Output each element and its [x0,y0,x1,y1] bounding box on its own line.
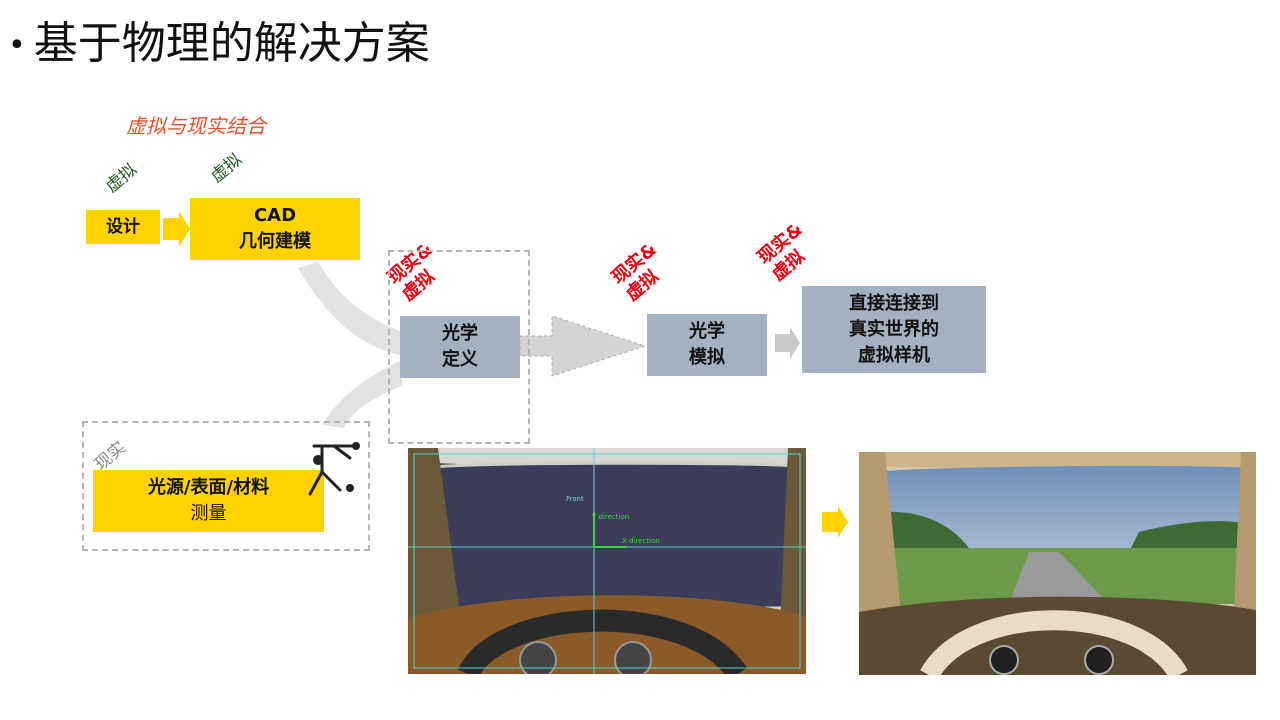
cad-label: CAD [253,205,297,226]
title-text: 基于物理的解决方案 [33,18,430,69]
virtual-prototype-box: 直接连接到 真实世界的 虚拟样机 [802,286,986,373]
measurement-frame [82,421,370,551]
optical-definition-line2: 定义 [442,349,478,370]
cad-windshield-view: Front Y direction X direction [408,448,806,674]
cad-label-x: X direction [622,537,660,545]
optical-definition-box: 光学 定义 [400,316,520,378]
design-box: 设计 [86,210,160,244]
title-bullet: • [8,28,26,63]
optical-definition-line1: 光学 [442,323,478,344]
cad-sublabel: 几何建模 [239,231,311,252]
measurement-line1: 光源/表面/材料 [147,477,270,498]
cad-label-y: Y direction [592,513,630,521]
prototype-line1: 直接连接到 [849,292,939,314]
subtitle: 虚拟与现实结合 [126,114,266,138]
measurement-box: 光源/表面/材料 测量 [93,470,324,532]
page-title: •基于物理的解决方案 [8,14,430,76]
cad-label-front: Front [566,495,584,503]
optical-simulation-line2: 模拟 [689,347,725,368]
cad-windshield-drawing [408,448,806,674]
optical-simulation-line1: 光学 [689,321,725,342]
measurement-line2: 测量 [190,503,227,524]
cad-box: CAD 几何建模 [190,198,360,260]
optical-simulation-box: 光学 模拟 [647,314,767,376]
rendered-driver-view [859,452,1256,675]
measurement-device-icon [308,442,360,496]
prototype-line2: 真实世界的 [849,318,939,340]
rendered-scene [859,452,1256,675]
design-label: 设计 [106,217,140,237]
prototype-line3: 虚拟样机 [858,344,930,366]
optical-definition-frame [388,250,530,444]
